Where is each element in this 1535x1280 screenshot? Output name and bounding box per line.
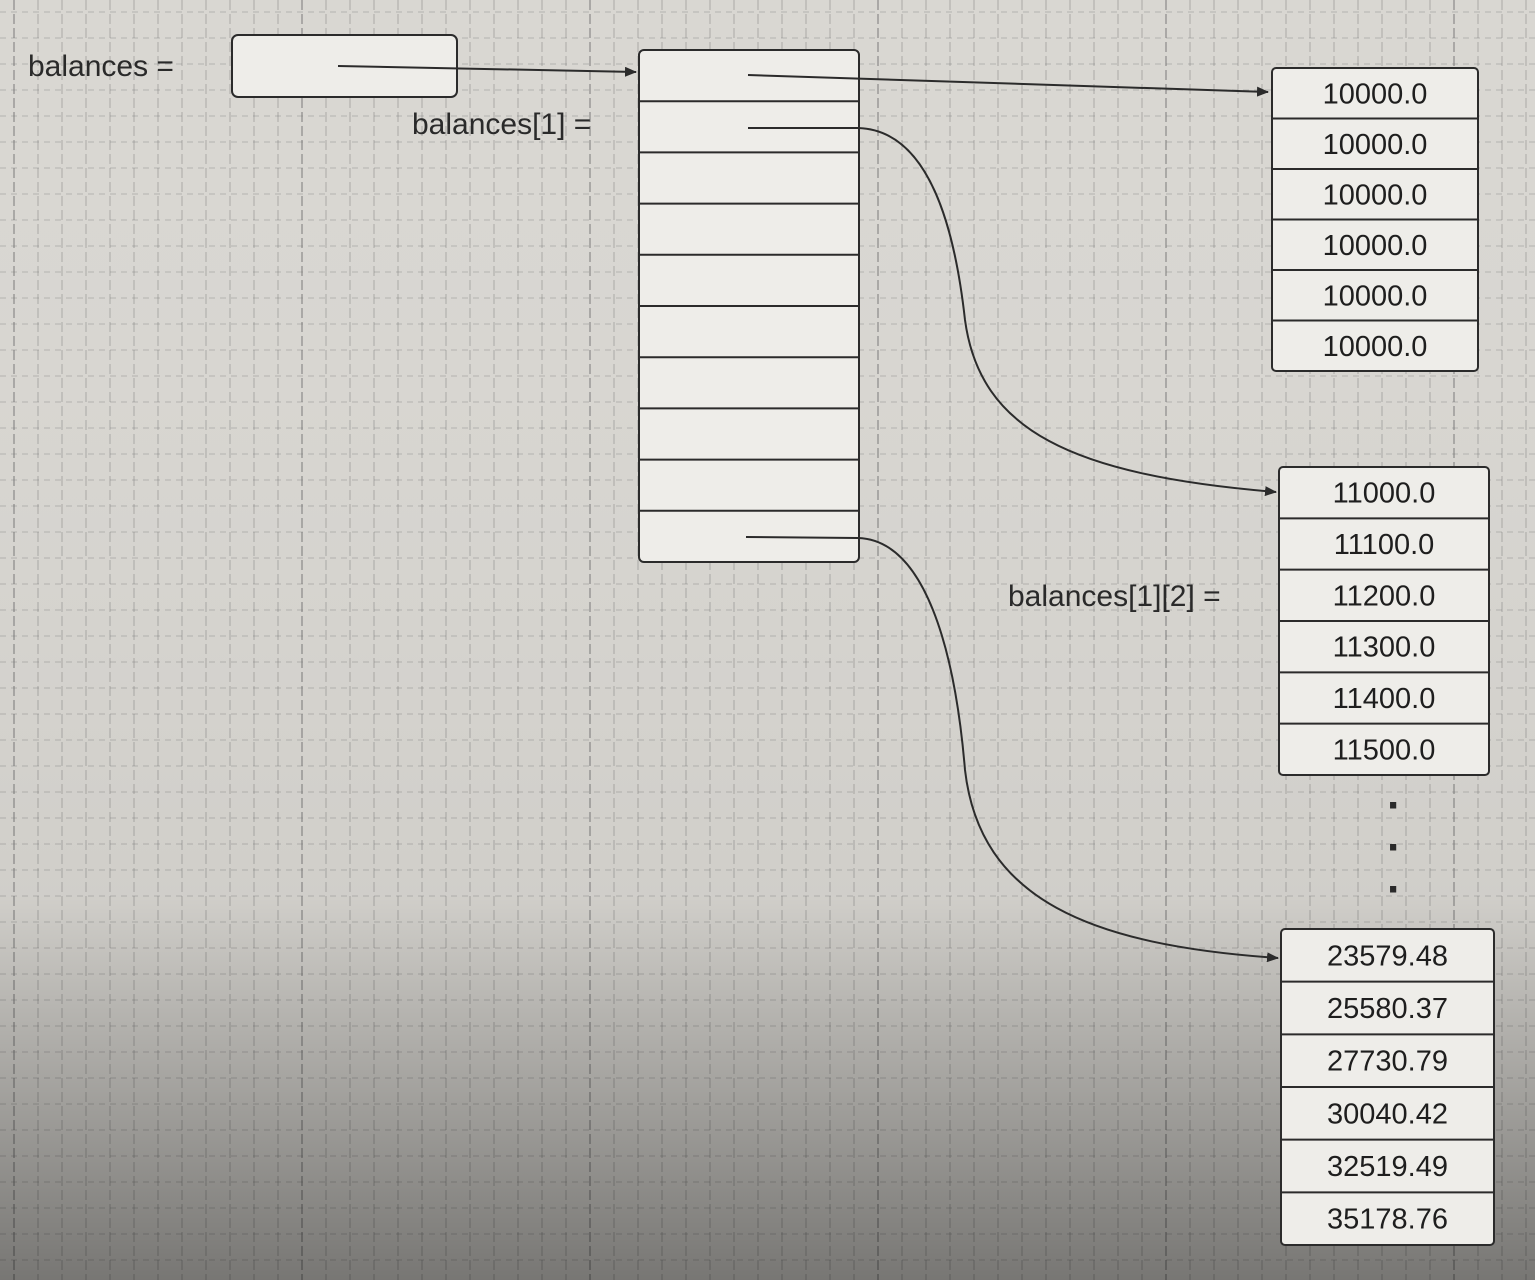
inner-array-2-cell-1: 25580.37 (1327, 993, 1448, 1025)
balances-row-label: balances[1] = (412, 108, 591, 141)
inner-array-1-cell-3: 11300.0 (1333, 632, 1436, 664)
arrow-row0 (747, 74, 1269, 97)
inner-array-2-cell-5: 35178.76 (1327, 1204, 1448, 1236)
arrow-balances-to-outer (337, 65, 637, 77)
arrow-row1 (748, 127, 1277, 497)
outer-array-dividers (639, 100, 859, 512)
inner-array-0: 10000.0 10000.0 10000.0 10000.0 10000.0 10000… (1271, 67, 1479, 372)
inner-array-1-cell-2: 11200.0 (1333, 580, 1436, 612)
ellipsis-dot-1: · (1387, 781, 1402, 830)
ellipsis-dot-2: · (1387, 823, 1402, 872)
inner-array-2-cell-4: 32519.49 (1327, 1151, 1448, 1183)
ellipsis-dot-3: · (1387, 865, 1402, 914)
inner-array-1-cell-4: 11400.0 (1333, 683, 1436, 715)
inner-array-0-cell-0: 10000.0 (1323, 78, 1428, 110)
outer-array (638, 49, 860, 563)
inner-array-0-cell-1: 10000.0 (1323, 129, 1428, 161)
inner-array-1-cell-0: 11000.0 (1333, 478, 1436, 510)
inner-array-2-cell-0: 23579.48 (1327, 940, 1448, 972)
inner-array-0-cell-4: 10000.0 (1323, 280, 1428, 312)
inner-array-2: 23579.48 25580.37 27730.79 30040.42 32519.49… (1280, 928, 1495, 1246)
inner-array-1: 11000.0 11100.0 11200.0 11300.0 11400.0 11500… (1278, 466, 1490, 776)
balances-label: balances = (28, 50, 174, 83)
inner-array-1-cell-5: 11500.0 (1333, 734, 1436, 766)
inner-array-0-cell-2: 10000.0 (1323, 179, 1428, 211)
inner-array-0-cell-5: 10000.0 (1323, 331, 1428, 363)
inner-array-2-cell-3: 30040.42 (1327, 1098, 1448, 1130)
inner-array-1-cell-1: 11100.0 (1334, 529, 1435, 561)
inner-array-2-cell-2: 27730.79 (1327, 1046, 1448, 1078)
inner-array-0-cell-3: 10000.0 (1323, 230, 1428, 262)
balances-cell-label: balances[1][2] = (1008, 580, 1221, 613)
arrow-row9 (745, 536, 1279, 963)
